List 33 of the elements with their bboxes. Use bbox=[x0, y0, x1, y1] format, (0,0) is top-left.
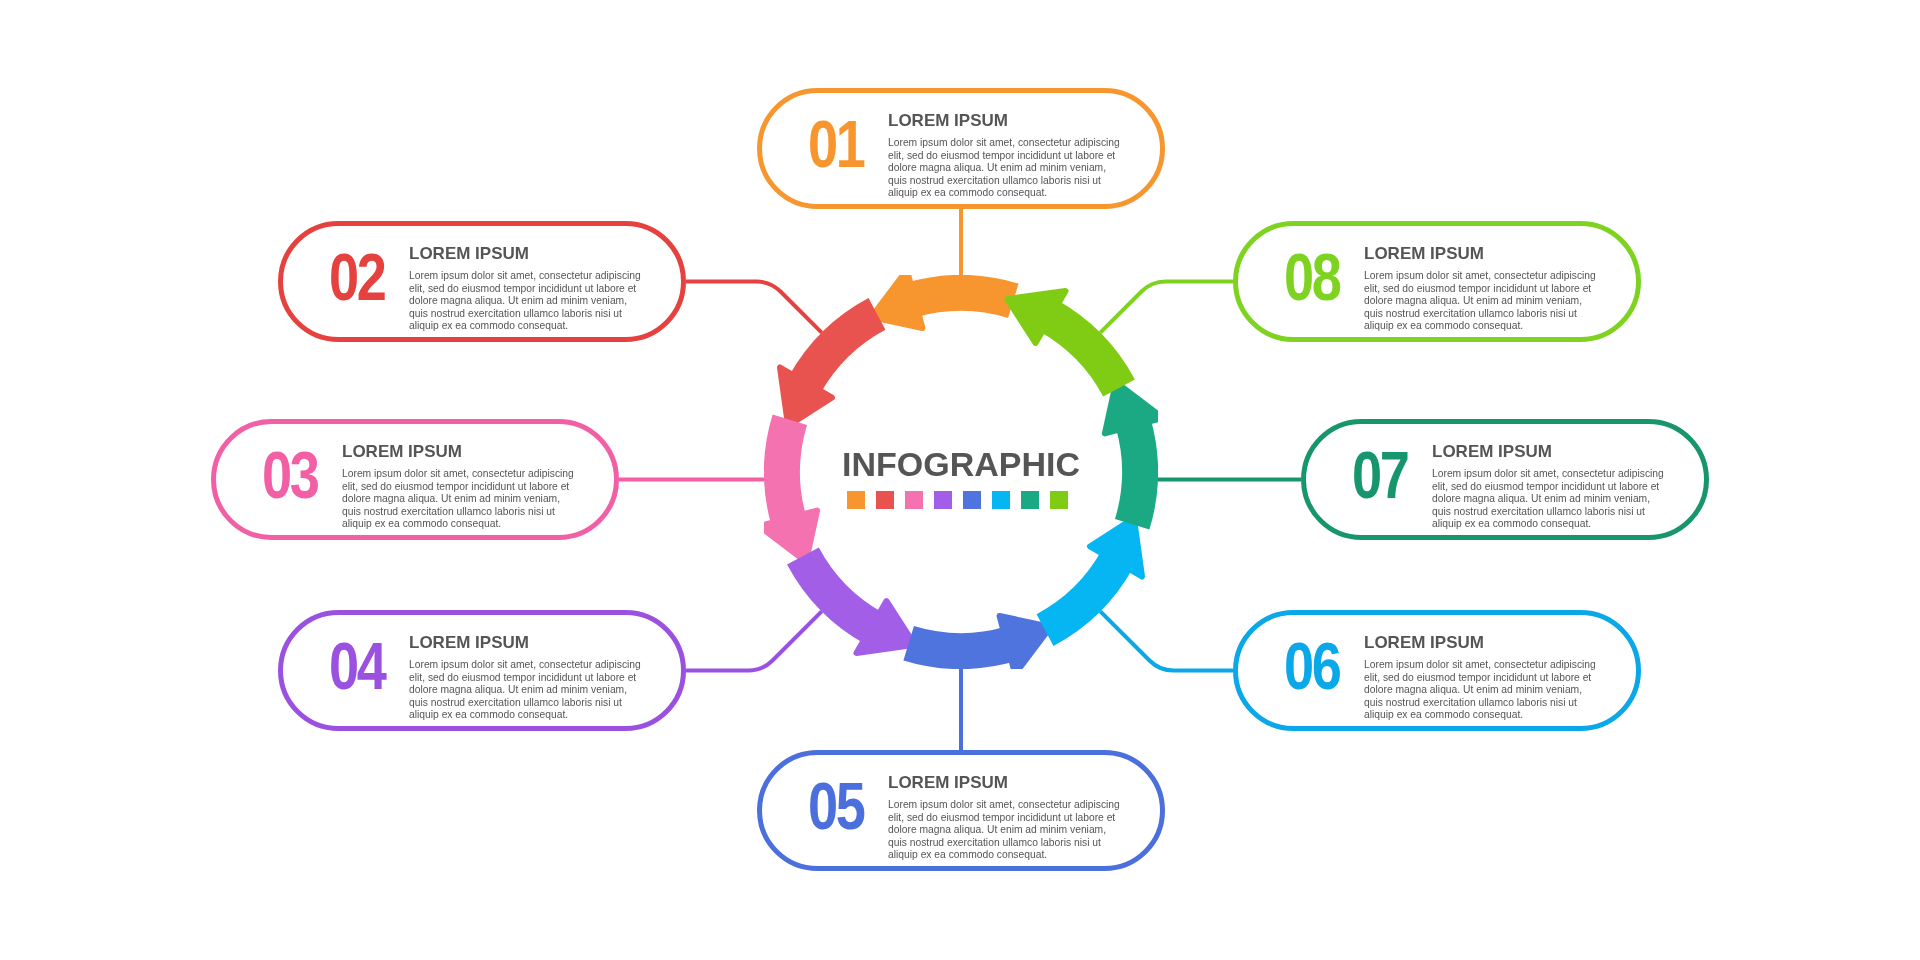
step-heading: LOREM IPSUM bbox=[409, 633, 529, 653]
connector-line bbox=[686, 279, 824, 335]
connector-line bbox=[959, 669, 963, 750]
step-number: 07 bbox=[1352, 442, 1408, 508]
step-description: Lorem ipsum dolor sit amet, consectetur adipiscing elit, sed do eiusmod tempor incididunt ut labore et dolore magna aliqua. Ut enim ad minim veniam, quis nostrud exercitation ullamco laboris nisi ut aliquip ex ea commodo consequat. bbox=[409, 270, 642, 333]
step-description: Lorem ipsum dolor sit amet, consectetur adipiscing elit, sed do eiusmod tempor incididunt ut labore et dolore magna aliqua. Ut enim ad minim veniam, quis nostrud exercitation ullamco laboris nisi ut aliquip ex ea commodo consequat. bbox=[1364, 659, 1597, 722]
step-heading: LOREM IPSUM bbox=[1364, 244, 1484, 264]
connector-line bbox=[619, 477, 765, 482]
step-description: Lorem ipsum dolor sit amet, consectetur adipiscing elit, sed do eiusmod tempor incididunt ut labore et dolore magna aliqua. Ut enim ad minim veniam, quis nostrud exercitation ullamco laboris nisi ut aliquip ex ea commodo consequat. bbox=[1432, 468, 1665, 531]
connector-line bbox=[1098, 609, 1233, 673]
step-description: Lorem ipsum dolor sit amet, consectetur adipiscing elit, sed do eiusmod tempor incididunt ut labore et dolore magna aliqua. Ut enim ad minim veniam, quis nostrud exercitation ullamco laboris nisi ut aliquip ex ea commodo consequat. bbox=[888, 799, 1121, 862]
step-heading: LOREM IPSUM bbox=[409, 244, 529, 264]
connector-line bbox=[686, 609, 824, 673]
step-description: Lorem ipsum dolor sit amet, consectetur adipiscing elit, sed do eiusmod tempor incididunt ut labore et dolore magna aliqua. Ut enim ad minim veniam, quis nostrud exercitation ullamco laboris nisi ut aliquip ex ea commodo consequat. bbox=[1364, 270, 1597, 333]
step-description: Lorem ipsum dolor sit amet, consectetur adipiscing elit, sed do eiusmod tempor incididunt ut labore et dolore magna aliqua. Ut enim ad minim veniam, quis nostrud exercitation ullamco laboris nisi ut aliquip ex ea commodo consequat. bbox=[342, 468, 575, 531]
step-heading: LOREM IPSUM bbox=[1432, 442, 1552, 462]
step-description: Lorem ipsum dolor sit amet, consectetur adipiscing elit, sed do eiusmod tempor incididunt ut labore et dolore magna aliqua. Ut enim ad minim veniam, quis nostrud exercitation ullamco laboris nisi ut aliquip ex ea commodo consequat. bbox=[888, 137, 1121, 200]
step-number: 08 bbox=[1284, 244, 1340, 310]
step-number: 03 bbox=[262, 442, 318, 508]
step-heading: LOREM IPSUM bbox=[888, 111, 1008, 131]
step-number: 06 bbox=[1284, 633, 1340, 699]
connector-line bbox=[959, 209, 963, 275]
step-heading: LOREM IPSUM bbox=[888, 773, 1008, 793]
step-heading: LOREM IPSUM bbox=[1364, 633, 1484, 653]
center-title: INFOGRAPHIC bbox=[841, 445, 1081, 484]
step-description: Lorem ipsum dolor sit amet, consectetur adipiscing elit, sed do eiusmod tempor incididunt ut labore et dolore magna aliqua. Ut enim ad minim veniam, quis nostrud exercitation ullamco laboris nisi ut aliquip ex ea commodo consequat. bbox=[409, 659, 642, 722]
connector-line bbox=[1098, 279, 1233, 335]
step-number: 02 bbox=[329, 244, 385, 310]
step-number: 04 bbox=[329, 633, 385, 699]
step-heading: LOREM IPSUM bbox=[342, 442, 462, 462]
step-number: 01 bbox=[808, 111, 864, 177]
connector-line bbox=[1157, 477, 1301, 482]
step-number: 05 bbox=[808, 773, 864, 839]
